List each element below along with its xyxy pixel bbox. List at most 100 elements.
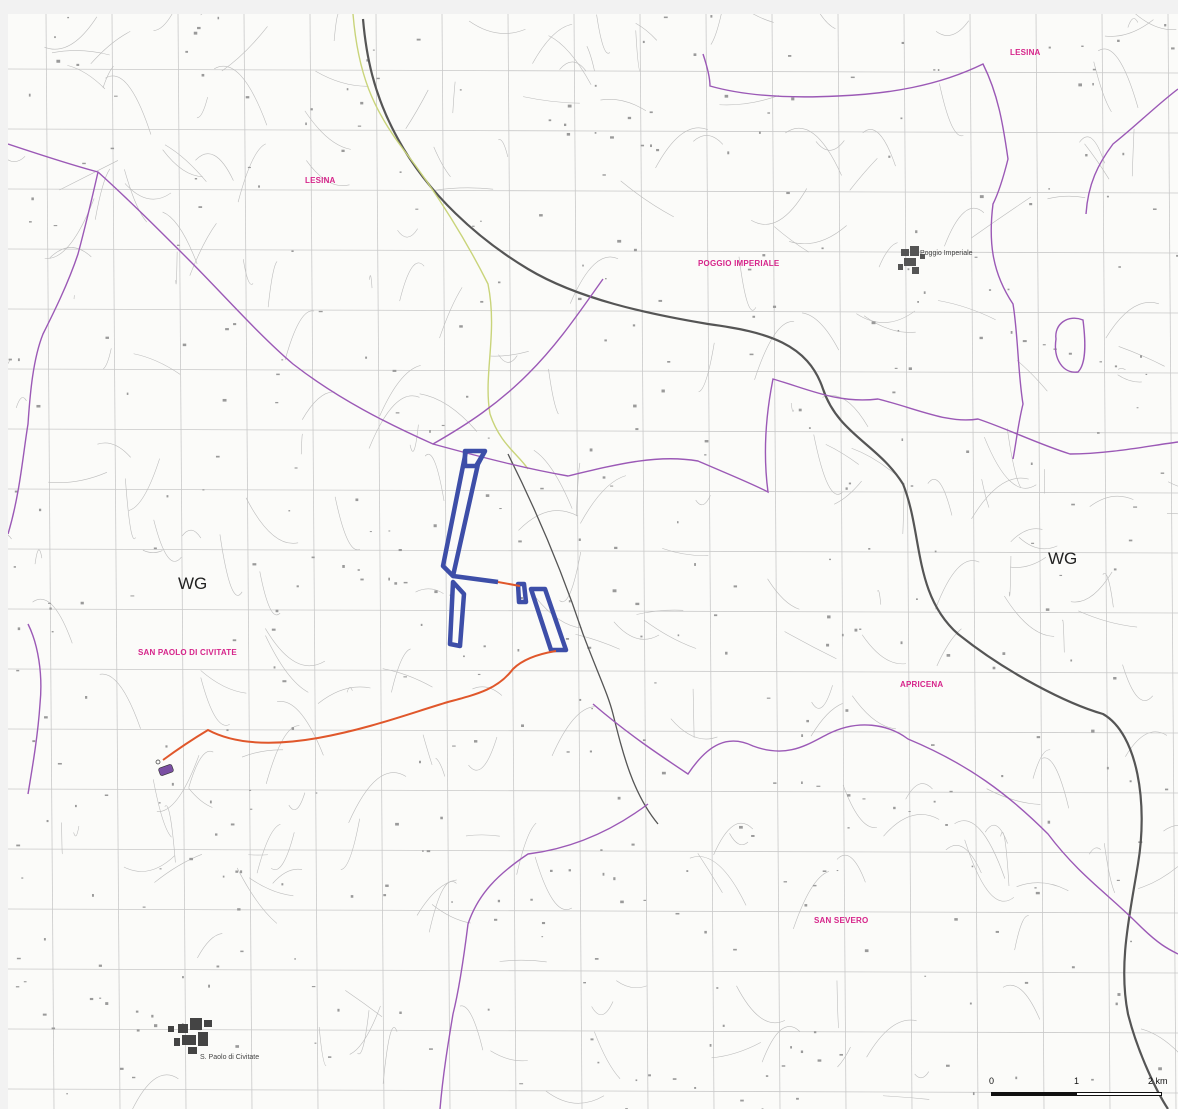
map-symbol (633, 404, 637, 408)
terrain-line (984, 436, 1037, 489)
terrain-line (1014, 915, 1029, 951)
map-symbol (416, 38, 421, 41)
terrain-line (695, 495, 711, 506)
map-symbol (658, 299, 663, 302)
terrain-line (698, 342, 715, 393)
map-symbol (222, 875, 225, 878)
map-symbol (813, 1031, 817, 1034)
map-symbol (434, 590, 438, 594)
map-symbol (908, 811, 911, 813)
map-symbol (594, 132, 597, 134)
map-symbol (16, 844, 21, 847)
map-symbol (171, 782, 174, 786)
terrain-line (73, 825, 80, 837)
map-symbol (1030, 462, 1033, 465)
map-symbol (237, 908, 241, 911)
map-symbol (1115, 1002, 1118, 1006)
map-symbol (901, 41, 905, 44)
map-symbol (563, 123, 567, 127)
map-symbol (193, 31, 198, 35)
map-symbol (710, 15, 713, 18)
map-symbol (276, 373, 280, 376)
terrain-line (435, 757, 446, 777)
terrain-line (59, 160, 119, 191)
grid-line (1167, 14, 1177, 1109)
terrain-line (810, 703, 843, 737)
terrain-line (123, 855, 176, 872)
map-symbol (713, 614, 718, 617)
terrain-line (270, 832, 295, 870)
map-symbol (600, 849, 603, 851)
map-symbol (1158, 1067, 1162, 1071)
terrain-line (490, 350, 529, 357)
terrain-line (670, 718, 718, 740)
terrain-line (1010, 528, 1043, 542)
topographic-map[interactable]: LESINA LESINA POGGIO IMPERIALE SAN PAOLO… (8, 14, 1178, 1109)
terrain-line (419, 393, 478, 432)
map-symbol (14, 490, 18, 493)
terrain-line (348, 772, 407, 823)
map-symbol (451, 901, 453, 903)
map-symbol (907, 268, 910, 271)
terrain-line (635, 30, 641, 72)
terrain-line (416, 879, 457, 916)
terrain-line (944, 208, 985, 247)
map-symbol (648, 1074, 651, 1077)
terrain-line (914, 1071, 930, 1079)
terrain-line (1105, 302, 1159, 339)
map-symbol (1024, 981, 1029, 984)
map-symbol (747, 268, 752, 271)
map-symbol (568, 600, 571, 603)
terrain-line (1000, 831, 1010, 887)
terrain-line (1079, 136, 1105, 164)
terrain-line (472, 686, 503, 696)
terrain-line (242, 259, 254, 285)
map-symbol (677, 634, 680, 637)
map-symbol (132, 1076, 136, 1079)
map-symbol (189, 857, 193, 861)
map-symbol (806, 719, 809, 723)
terrain-line (272, 868, 303, 884)
map-symbol (1164, 788, 1169, 791)
grid-line (177, 14, 187, 1109)
terrain-line (937, 300, 996, 320)
map-canvas (8, 14, 1178, 1109)
map-symbol (114, 95, 118, 97)
terrain-line (439, 287, 463, 339)
map-symbol (1117, 993, 1121, 996)
map-symbol (640, 144, 645, 147)
map-symbol (727, 151, 730, 155)
terrain-line (1135, 14, 1177, 30)
terrain-line (1006, 428, 1021, 488)
map-symbol (1171, 47, 1175, 50)
map-symbol (166, 495, 169, 498)
map-symbol (53, 225, 58, 227)
terrain-line (815, 140, 845, 151)
map-symbol (1160, 472, 1165, 474)
terrain-line (452, 81, 456, 114)
map-symbol (579, 698, 582, 701)
map-symbol (291, 250, 294, 253)
terrain-line (692, 688, 695, 738)
map-symbol (821, 247, 824, 250)
terrain-line (97, 442, 131, 458)
map-symbol (578, 538, 581, 541)
map-symbol (357, 125, 362, 127)
map-symbol (1070, 659, 1073, 662)
substation-icon (155, 759, 174, 776)
map-symbol (153, 547, 157, 550)
terrain-line (927, 479, 953, 516)
map-symbol (602, 476, 606, 479)
terrain-line (399, 262, 425, 302)
map-symbol (954, 918, 958, 921)
map-symbol (314, 1042, 317, 1044)
map-symbol (399, 1011, 402, 1014)
map-symbol (1059, 574, 1063, 577)
map-symbol (428, 1048, 433, 1050)
terrain-line (851, 695, 896, 730)
map-symbol (804, 904, 808, 907)
terrain-line (132, 1074, 179, 1109)
terrain-line (357, 1010, 370, 1055)
map-symbol (383, 894, 387, 897)
map-symbol (656, 148, 660, 152)
